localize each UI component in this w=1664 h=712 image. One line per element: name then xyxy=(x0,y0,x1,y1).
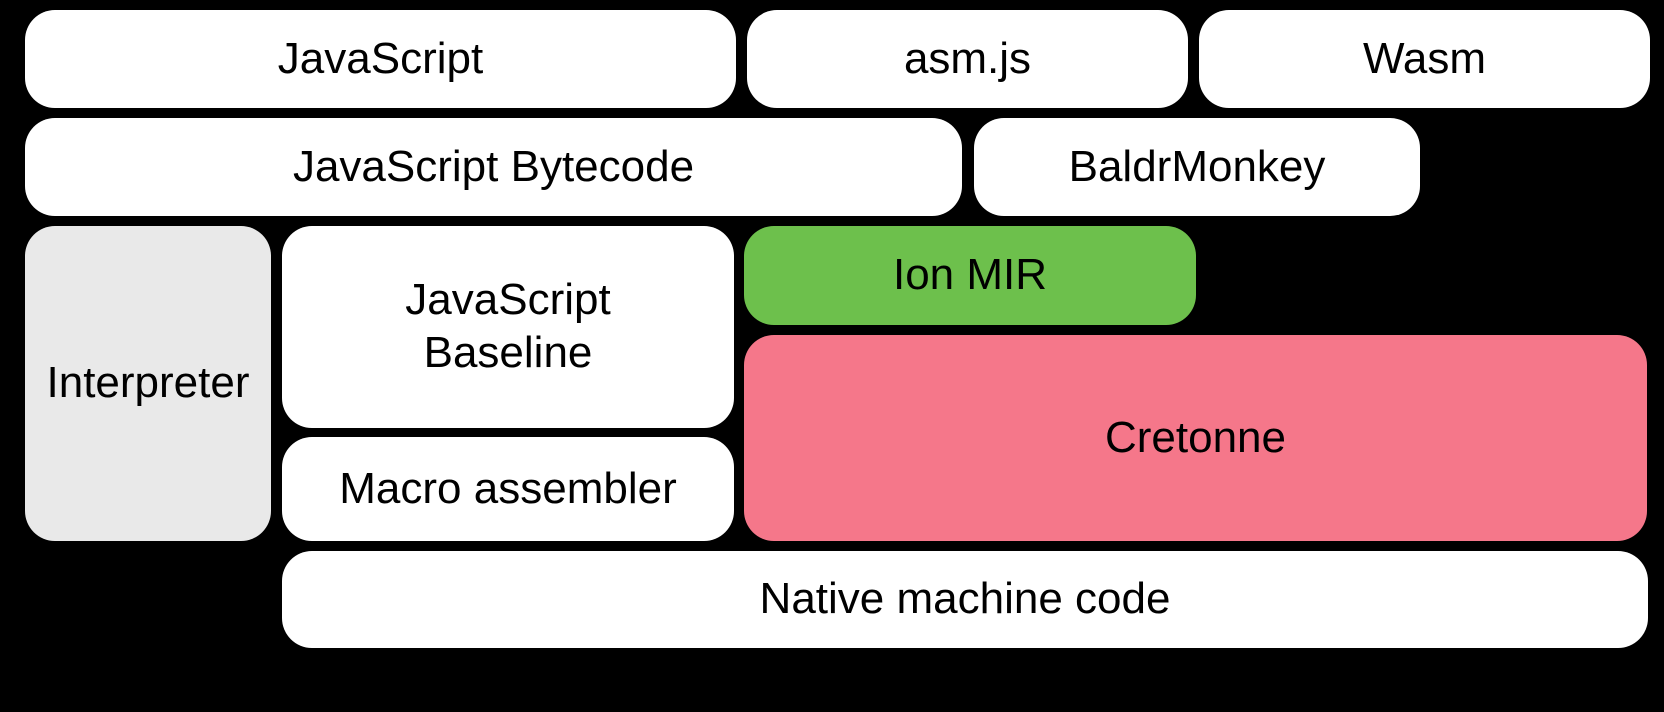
box-baldrmonkey-label: BaldrMonkey xyxy=(1068,141,1326,191)
box-cretonne-label: Cretonne xyxy=(1104,412,1286,462)
box-javascript-bytecode-label: JavaScript Bytecode xyxy=(292,141,695,191)
box-macro-assembler: Macro assembler xyxy=(282,437,734,541)
box-wasm-label: Wasm xyxy=(1362,33,1487,83)
box-macro-assembler-label: Macro assembler xyxy=(339,463,677,513)
box-native-machine-code-label: Native machine code xyxy=(759,574,1171,624)
box-javascript-baseline: JavaScript Baseline xyxy=(282,226,734,428)
box-interpreter-label: Interpreter xyxy=(46,358,250,408)
box-javascript-bytecode: JavaScript Bytecode xyxy=(25,118,962,216)
box-native-machine-code: Native machine code xyxy=(282,551,1648,648)
box-javascript: JavaScript xyxy=(25,10,736,108)
box-ion-mir-label: Ion MIR xyxy=(892,250,1048,300)
box-javascript-label: JavaScript xyxy=(277,33,484,83)
box-asmjs: asm.js xyxy=(747,10,1188,108)
box-wasm: Wasm xyxy=(1199,10,1650,108)
box-javascript-baseline-label-line1: JavaScript xyxy=(405,275,611,325)
box-baldrmonkey: BaldrMonkey xyxy=(974,118,1420,216)
box-cretonne: Cretonne xyxy=(744,335,1647,541)
box-interpreter: Interpreter xyxy=(25,226,271,541)
box-asmjs-label: asm.js xyxy=(903,33,1032,83)
box-javascript-baseline-label-line2: Baseline xyxy=(423,328,593,377)
box-ion-mir: Ion MIR xyxy=(744,226,1196,325)
